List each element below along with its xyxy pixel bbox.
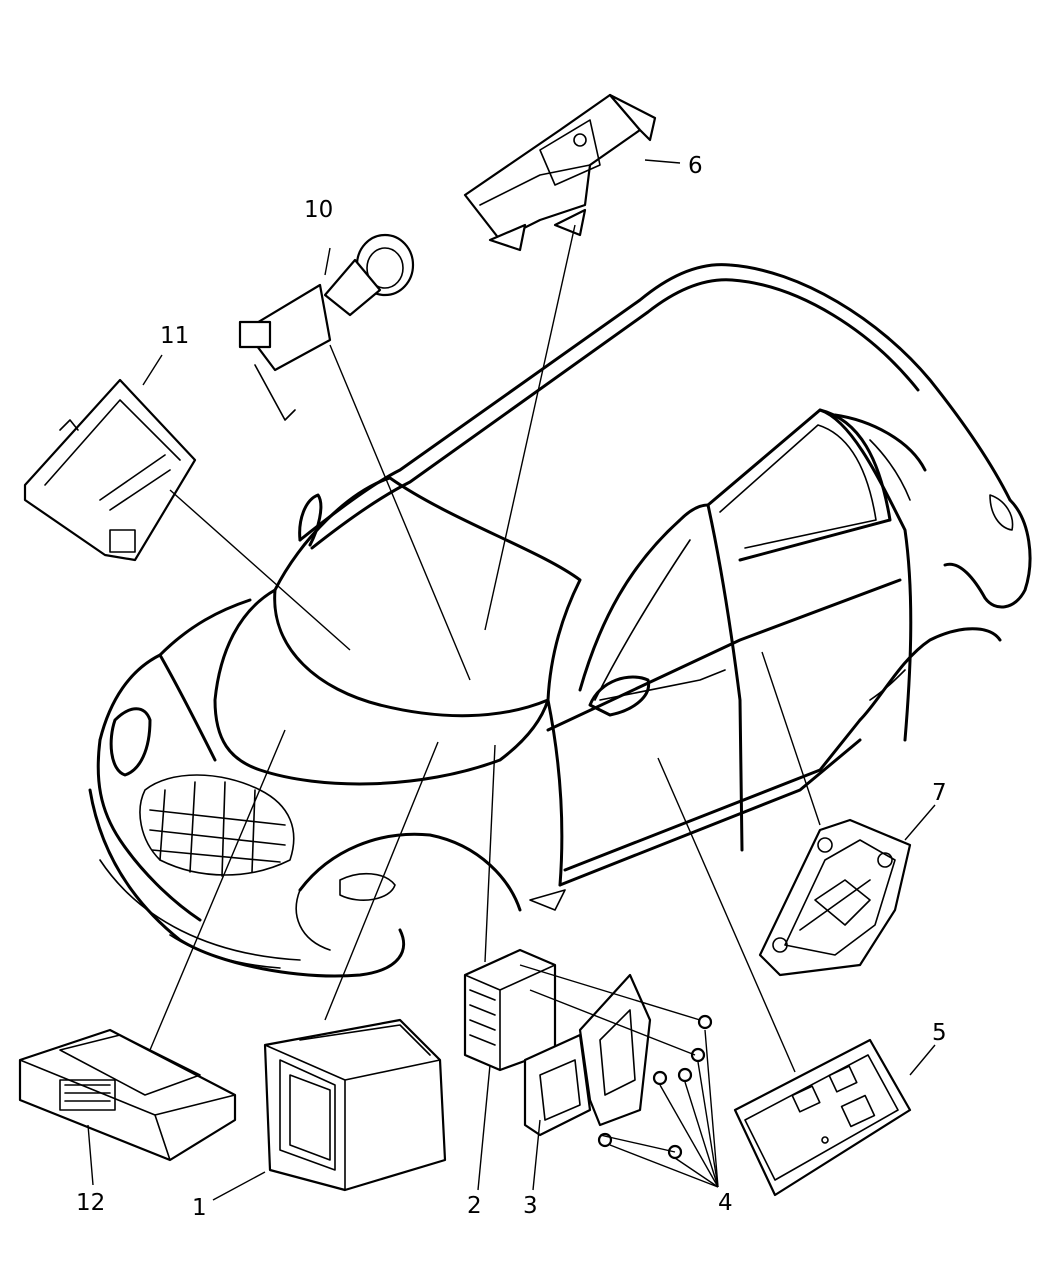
leader-lines [87,159,936,1201]
part-module-10 [238,233,415,421]
part-bracket-3 [523,973,652,1137]
callout-11: 11 [160,323,189,349]
callout-2: 2 [467,1193,482,1219]
callout-5: 5 [932,1020,947,1046]
part-module-2 [463,948,557,1072]
part-module-5 [733,1038,912,1197]
callout-6: 6 [688,153,703,179]
callout-10: 10 [304,197,333,223]
callout-1: 1 [192,1195,207,1221]
callout-labels: 6 10 11 7 5 12 1 2 3 4 [76,153,947,1221]
callout-12: 12 [76,1190,105,1216]
vehicle-body [88,263,1032,978]
callout-3: 3 [523,1193,538,1219]
callout-7: 7 [932,780,947,806]
part-module-11 [23,378,197,562]
part-module-6 [463,93,657,252]
part-module-1 [263,1018,447,1192]
callout-4: 4 [718,1190,733,1216]
part-screws-4 [597,1014,713,1160]
part-regulator-7 [758,818,912,977]
part-module-12 [18,1028,237,1162]
